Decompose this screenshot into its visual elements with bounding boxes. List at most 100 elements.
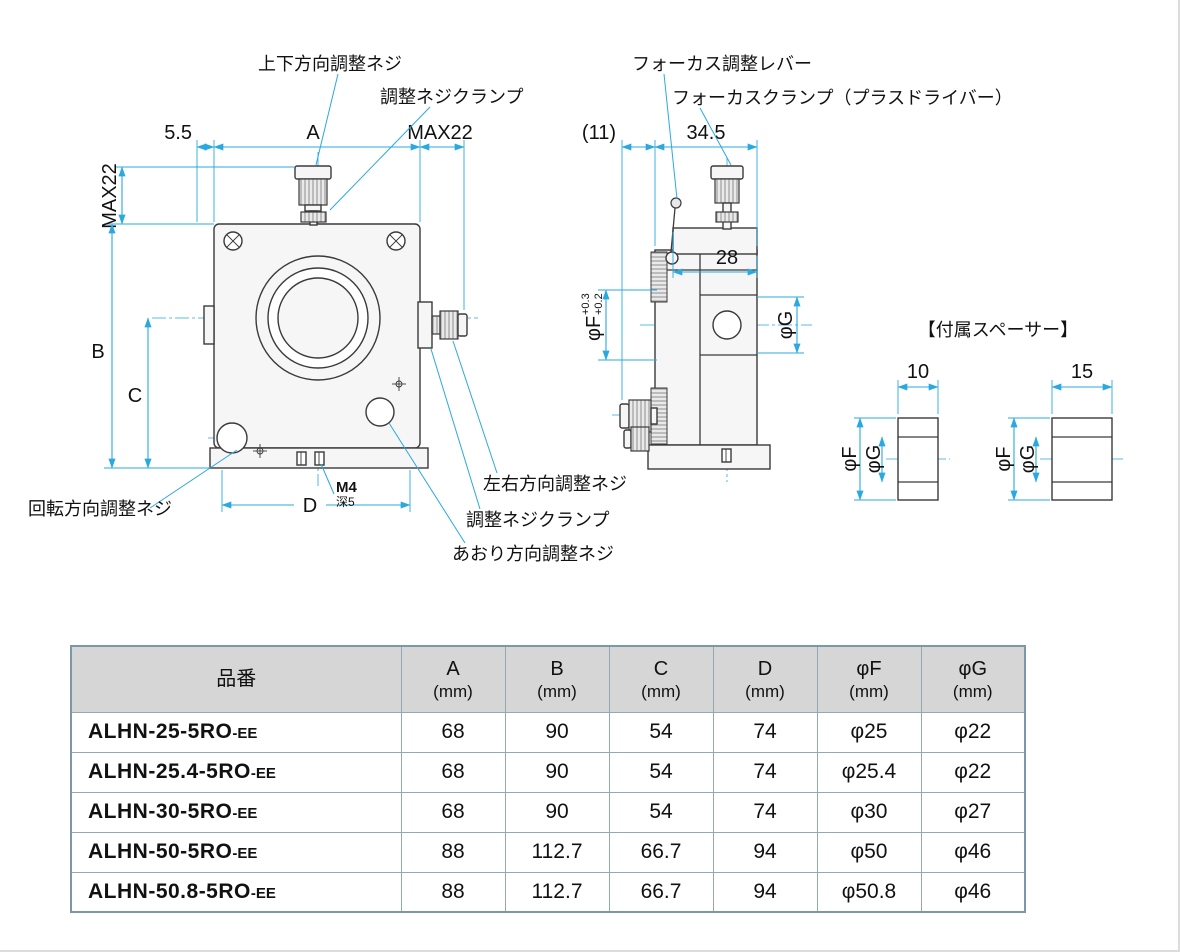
dim-phiG-spacer1: φG (863, 445, 885, 474)
dim-max22-left: MAX22 (99, 163, 121, 229)
dim-28: 28 (716, 247, 738, 269)
label-focus-lever: フォーカス調整レバー (632, 54, 812, 74)
table-row: ALHN-50-5RO-EE 88 112.7 66.7 94 φ50 φ46 (70, 831, 1026, 873)
col-header-c: C (mm) (608, 645, 714, 713)
side-m4-hole (721, 448, 732, 463)
cell-b: 90 (504, 791, 610, 833)
top-clamp-nut (300, 211, 327, 223)
cell-a: 88 (400, 871, 506, 913)
focus-ring-knurl-top (650, 251, 668, 303)
phillips-screw-left (223, 231, 243, 251)
lens-bore (277, 277, 359, 359)
spacer-title: 【付属スペーサー】 (918, 320, 1078, 340)
dim-D: D (303, 495, 317, 517)
cell-a: 68 (400, 791, 506, 833)
annotations: 上下方向調整ネジ 調整ネジクランプ フォーカス調整レバー フォーカスクランプ（プ… (28, 54, 1013, 564)
dim-phiF-spacer2: φF (993, 446, 1015, 471)
label-tilt-screw: あおり方向調整ネジ (452, 544, 614, 564)
col-header-phiG: φG (mm) (920, 645, 1026, 713)
side-base (647, 444, 771, 470)
focus-clamp-knob (710, 165, 744, 230)
spec-table: 品番 A (mm) B (mm) C (mm) D (mm) (70, 645, 1026, 913)
side-clamp-hole (712, 310, 742, 340)
col-header-phiF: φF (mm) (816, 645, 922, 713)
front-view (152, 152, 478, 486)
vertical-adjust-knob (294, 165, 332, 226)
dim-A: A (306, 122, 320, 144)
cell-g: φ46 (920, 831, 1026, 873)
side-lower-knobs (619, 399, 658, 452)
dim-phiG-side: φG (775, 311, 797, 340)
focus-lever (665, 197, 682, 265)
part-number: ALHN-25.4-5RO-EE (70, 751, 402, 793)
spacer-15mm (1051, 417, 1113, 501)
cell-c: 54 (608, 791, 714, 833)
header-row: 品番 A (mm) B (mm) C (mm) D (mm) (70, 645, 1026, 713)
table-row: ALHN-30-5RO-EE 68 90 54 74 φ30 φ27 (70, 791, 1026, 833)
tilt-screw-head (365, 397, 395, 427)
technical-drawing: 【付属スペーサー】 5.5 A (28, 54, 1124, 564)
crosshair-mark-left (253, 444, 267, 458)
dim-C: C (128, 385, 142, 407)
dim-B: B (91, 341, 104, 363)
label-rotation-screw: 回転方向調整ネジ (28, 499, 172, 519)
part-number: ALHN-50-5RO-EE (70, 831, 402, 873)
label-vertical-screw: 上下方向調整ネジ (258, 54, 402, 74)
svg-text:φF: φF (583, 316, 605, 341)
col-header-b: B (mm) (504, 645, 610, 713)
m4-holes (296, 451, 325, 466)
label-m4: M4 (336, 479, 357, 496)
cell-d: 94 (712, 871, 818, 913)
table-row: ALHN-25.4-5RO-EE 68 90 54 74 φ25.4 φ22 (70, 751, 1026, 793)
table-row: ALHN-50.8-5RO-EE 88 112.7 66.7 94 φ50.8 … (70, 871, 1026, 913)
dim-max22-top: MAX22 (407, 122, 473, 144)
lr-adjust-knob (417, 301, 468, 349)
dim-phiF-side: φF +0.3 +0.2 (580, 293, 605, 341)
cell-g: φ22 (920, 711, 1026, 753)
cell-f: φ25 (816, 711, 922, 753)
cell-a: 68 (400, 751, 506, 793)
phillips-screw-right (386, 231, 406, 251)
crosshair-mark-right (392, 377, 406, 391)
cell-b: 112.7 (504, 871, 610, 913)
cell-d: 74 (712, 751, 818, 793)
label-lr-screw: 左右方向調整ネジ (483, 474, 627, 494)
col-header-a: A (mm) (400, 645, 506, 713)
cell-d: 74 (712, 711, 818, 753)
cell-g: φ27 (920, 791, 1026, 833)
cell-b: 90 (504, 751, 610, 793)
spacers: 【付属スペーサー】 (886, 320, 1124, 501)
cell-f: φ25.4 (816, 751, 922, 793)
part-number: ALHN-50.8-5RO-EE (70, 871, 402, 913)
dimensions: 5.5 A MAX22 (11) 34.5 MAX22 B C (91, 122, 1113, 517)
cell-a: 68 (400, 711, 506, 753)
side-body (654, 249, 758, 446)
dim-34-5: 34.5 (687, 122, 726, 144)
label-clamp-side: 調整ネジクランプ (466, 510, 609, 530)
cell-b: 90 (504, 711, 610, 753)
dim-5-5: 5.5 (164, 122, 192, 144)
clamp-bracket (417, 301, 433, 349)
svg-text:+0.3: +0.3 (580, 293, 592, 315)
cell-g: φ46 (920, 871, 1026, 913)
side-view (612, 158, 812, 482)
left-tab (203, 305, 215, 345)
cell-f: φ30 (816, 791, 922, 833)
dim-15: 15 (1071, 361, 1093, 383)
cell-f: φ50 (816, 831, 922, 873)
col-header-d: D (mm) (712, 645, 818, 713)
dim-phiF-spacer1: φF (839, 446, 861, 471)
label-m4-depth: 深5 (336, 495, 355, 509)
cell-c: 54 (608, 751, 714, 793)
dim-10: 10 (907, 361, 929, 383)
label-clamp-top: 調整ネジクランプ (380, 87, 523, 107)
cell-c: 66.7 (608, 871, 714, 913)
rotation-screw-head (216, 422, 248, 454)
cell-a: 88 (400, 831, 506, 873)
cell-d: 94 (712, 831, 818, 873)
cell-d: 74 (712, 791, 818, 833)
table-row: ALHN-25-5RO-EE 68 90 54 74 φ25 φ22 (70, 711, 1026, 753)
cell-c: 66.7 (608, 831, 714, 873)
label-focus-clamp: フォーカスクランプ（プラスドライバー） (672, 88, 1013, 108)
